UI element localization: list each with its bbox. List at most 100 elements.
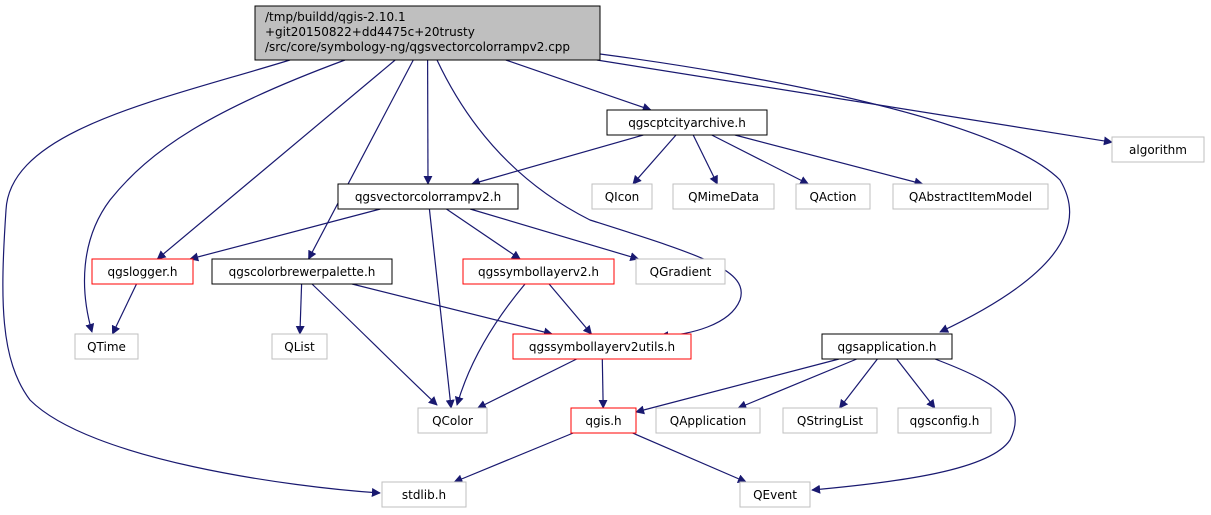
node-label: stdlib.h [402,488,446,502]
edge-qgsapplication-to-qgis [635,358,840,415]
node-box [211,258,393,285]
node-label: QColor [432,414,473,428]
node-qevent: QEvent [739,481,811,508]
edge-qgssymbollayerv2-to-qgssymbollayerv2utils [548,283,592,335]
node-qapplication: QApplication [655,407,761,434]
node-label: QStringList [797,414,864,428]
edge-qgscolorbrewerpalette-to-qlist [295,283,305,335]
edge-qgscptcityarchive-to-qaction [711,134,810,185]
edge-root-to-qgsapplication [599,53,1071,333]
node-qgssymbollayerv2[interactable]: qgssymbollayerv2.h [462,258,615,285]
node-qgsvectorcolorrampv2[interactable]: qgsvectorcolorrampv2.h [337,183,519,210]
edge-root-to-qgscptcityarchive [505,59,652,112]
node-qgslogger[interactable]: qgslogger.h [91,258,194,285]
node-box [512,333,692,360]
edge-qgscptcityarchive-to-qmimedata [692,134,718,185]
node-label: qgscolorbrewerpalette.h [229,265,376,279]
edge-qgsvectorcolorrampv2-to-qgslogger [189,208,381,262]
node-qgscptcityarchive[interactable]: qgscptcityarchive.h [606,109,768,136]
node-qtime: QTime [74,333,139,360]
node-qabstractitemmodel: QAbstractItemModel [892,183,1049,210]
edge-root-to-algorithm [596,59,1113,146]
node-box [591,183,653,210]
node-qgsapplication[interactable]: qgsapplication.h [821,333,953,360]
node-qicon: QIcon [591,183,653,210]
edge-qgsvectorcolorrampv2-to-qgradient [469,208,640,262]
node-label: QAbstractItemModel [909,190,1032,204]
edge-qgssymbollayerv2-to-qcolor [454,283,526,406]
node-box [606,109,768,136]
node-label: /src/core/symbology-ng/qgsvectorcolorram… [265,40,570,54]
edge-root-to-qgscolorbrewerpalette [308,59,414,260]
node-box [795,183,871,210]
node-label: qgssymbollayerv2utils.h [529,340,675,354]
edge-qgis-to-qevent [632,432,747,483]
node-qmimedata: QMimeData [672,183,775,210]
node-box [381,481,467,508]
edge-qgscptcityarchive-to-qgsvectorcolorrampv2 [470,134,644,187]
node-label: QMimeData [688,190,759,204]
node-label: QEvent [753,488,797,502]
edge-root-to-stdlib [2,59,381,497]
edge-root-to-qgssymbollayerv2utils [436,59,742,341]
node-label: QTime [87,340,126,354]
node-box [74,333,139,360]
edge-qgslogger-to-qtime [111,283,138,335]
node-box [739,481,811,508]
node-box [892,183,1049,210]
node-label: QList [284,340,315,354]
edge-qgsapplication-to-qevent [811,358,1016,494]
edge-qgscolorbrewerpalette-to-qcolor [311,283,438,406]
edge-qgsvectorcolorrampv2-to-qcolor [428,208,455,409]
node-box [897,407,992,434]
node-label: qgsapplication.h [837,340,936,354]
node-label: QIcon [605,190,640,204]
node-box [672,183,775,210]
node-qstringlist: QStringList [782,407,878,434]
node-box [821,333,953,360]
node-label: algorithm [1129,143,1187,157]
node-label: QGradient [650,265,712,279]
node-qlist: QList [271,333,328,360]
node-label: qgscptcityarchive.h [628,116,746,130]
edge-qgis-to-stdlib [453,432,574,484]
node-label: qgslogger.h [107,265,177,279]
edge-qgscptcityarchive-to-qabstractitemmodel [734,134,924,187]
node-qgsconfig: qgsconfig.h [897,407,992,434]
node-algorithm: algorithm [1111,136,1205,163]
edge-qgsapplication-to-qstringlist [839,358,878,409]
node-box [1111,136,1205,163]
node-box [655,407,761,434]
node-box [91,258,194,285]
edge-qgsvectorcolorrampv2-to-qgssymbollayerv2 [446,208,521,260]
edge-qgssymbollayerv2utils-to-qgis [598,358,608,409]
node-label: qgssymbollayerv2.h [478,265,599,279]
node-box [635,258,726,285]
nodes-layer: /tmp/buildd/qgis-2.10.1+git20150822+dd44… [74,5,1205,508]
node-qgis[interactable]: qgis.h [570,407,637,434]
edge-root-to-qgslogger [156,59,396,260]
edge-qgssymbollayerv2utils-to-qcolor [476,358,577,409]
node-root[interactable]: /tmp/buildd/qgis-2.10.1+git20150822+dd44… [254,5,601,61]
edge-qgscptcityarchive-to-qicon [632,134,677,185]
node-qgradient: QGradient [635,258,726,285]
edge-qgsapplication-to-qapplication [737,358,858,410]
node-qcolor: QColor [417,407,488,434]
node-box [462,258,615,285]
node-box [337,183,519,210]
node-label: qgsvectorcolorrampv2.h [355,190,501,204]
node-box [417,407,488,434]
edge-qgsapplication-to-qgsconfig [896,358,936,409]
node-box [570,407,637,434]
edge-root-to-qtime [83,59,346,333]
node-qaction: QAction [795,183,871,210]
node-stdlib: stdlib.h [381,481,467,508]
node-label: QAction [809,190,856,204]
node-qgscolorbrewerpalette[interactable]: qgscolorbrewerpalette.h [211,258,393,285]
node-label: qgsconfig.h [910,414,980,428]
edge-qgscolorbrewerpalette-to-qgssymbollayerv2utils [351,283,553,337]
node-label: /tmp/buildd/qgis-2.10.1 [265,10,406,24]
node-label: qgis.h [585,414,621,428]
node-qgssymbollayerv2utils[interactable]: qgssymbollayerv2utils.h [512,333,692,360]
